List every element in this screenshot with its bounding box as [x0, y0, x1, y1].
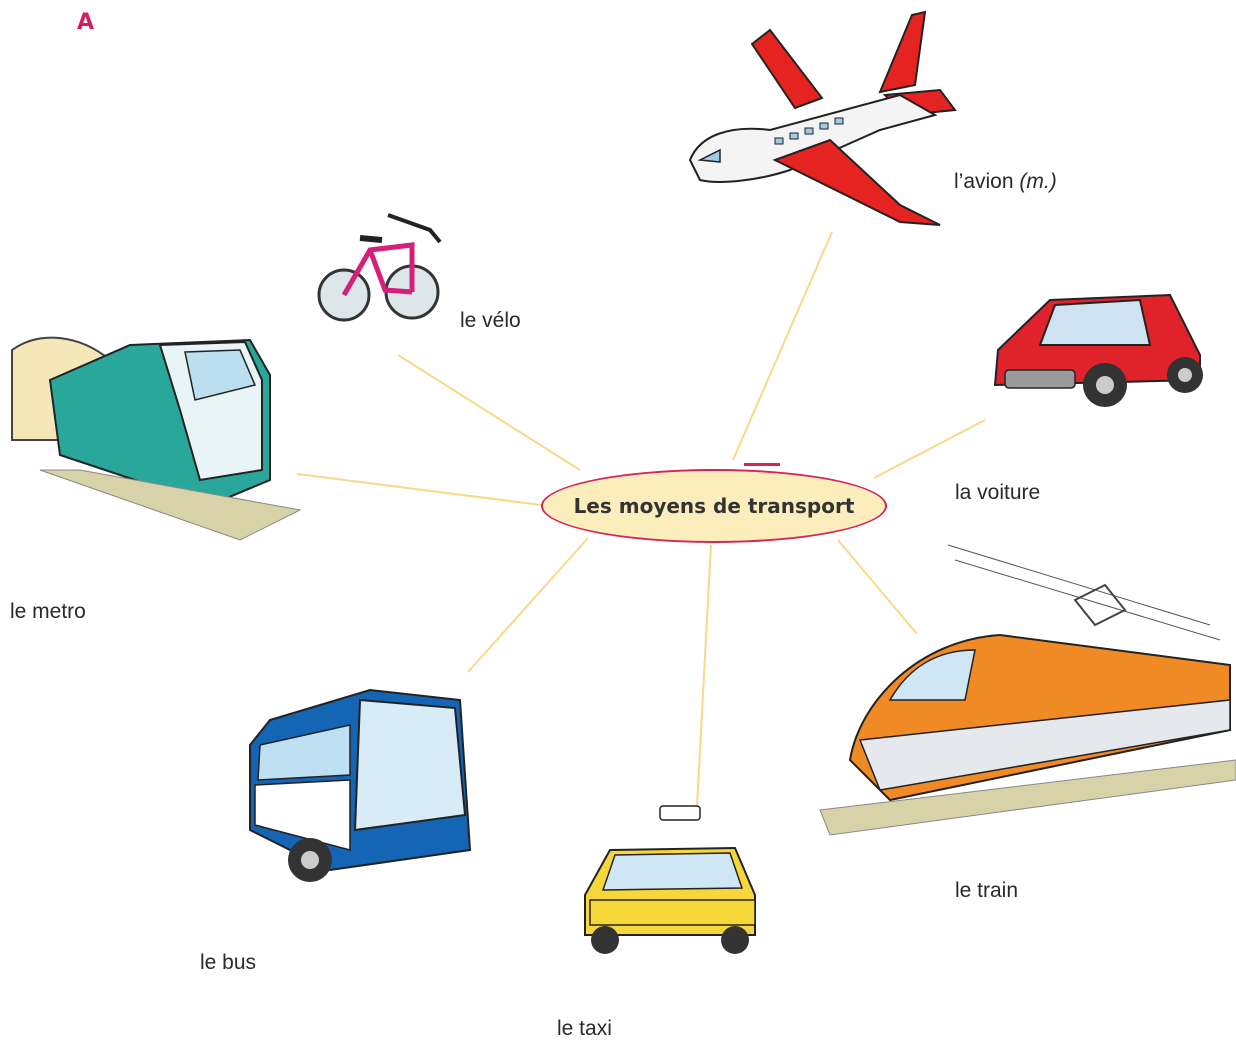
- connector-metro: [296, 473, 542, 506]
- label-taxi: le taxi: [557, 1017, 612, 1040]
- label-metro: le metro: [10, 600, 86, 623]
- label-avion-text: l’avion: [954, 170, 1014, 193]
- center-accent-mark: [744, 463, 780, 466]
- label-bus: le bus: [200, 951, 257, 974]
- bicycle-icon: [317, 213, 442, 322]
- connector-avion: [732, 231, 833, 461]
- connector-lines: [296, 231, 986, 807]
- label-voiture: la voiture: [955, 481, 1041, 504]
- taxi-icon: [584, 805, 756, 954]
- section-letter: A: [77, 10, 95, 35]
- connector-bus: [467, 537, 589, 673]
- metro-train-icon: [11, 336, 302, 541]
- bus-icon: [249, 688, 472, 882]
- label-avion-gender: (m.): [1019, 170, 1057, 193]
- airplane-icon: [688, 10, 957, 226]
- label-train: le train: [955, 879, 1019, 902]
- high-speed-train-icon: [819, 544, 1236, 836]
- label-velo: le vélo: [460, 309, 521, 332]
- connector-velo: [397, 354, 581, 471]
- label-avion: l’avion (m.): [954, 170, 1057, 194]
- center-node: Les moyens de transport: [541, 469, 887, 543]
- car-icon: [993, 293, 1203, 407]
- center-title: Les moyens de transport: [573, 494, 855, 518]
- connector-train: [837, 539, 918, 635]
- connector-taxi: [696, 544, 712, 807]
- connector-voiture: [873, 419, 986, 479]
